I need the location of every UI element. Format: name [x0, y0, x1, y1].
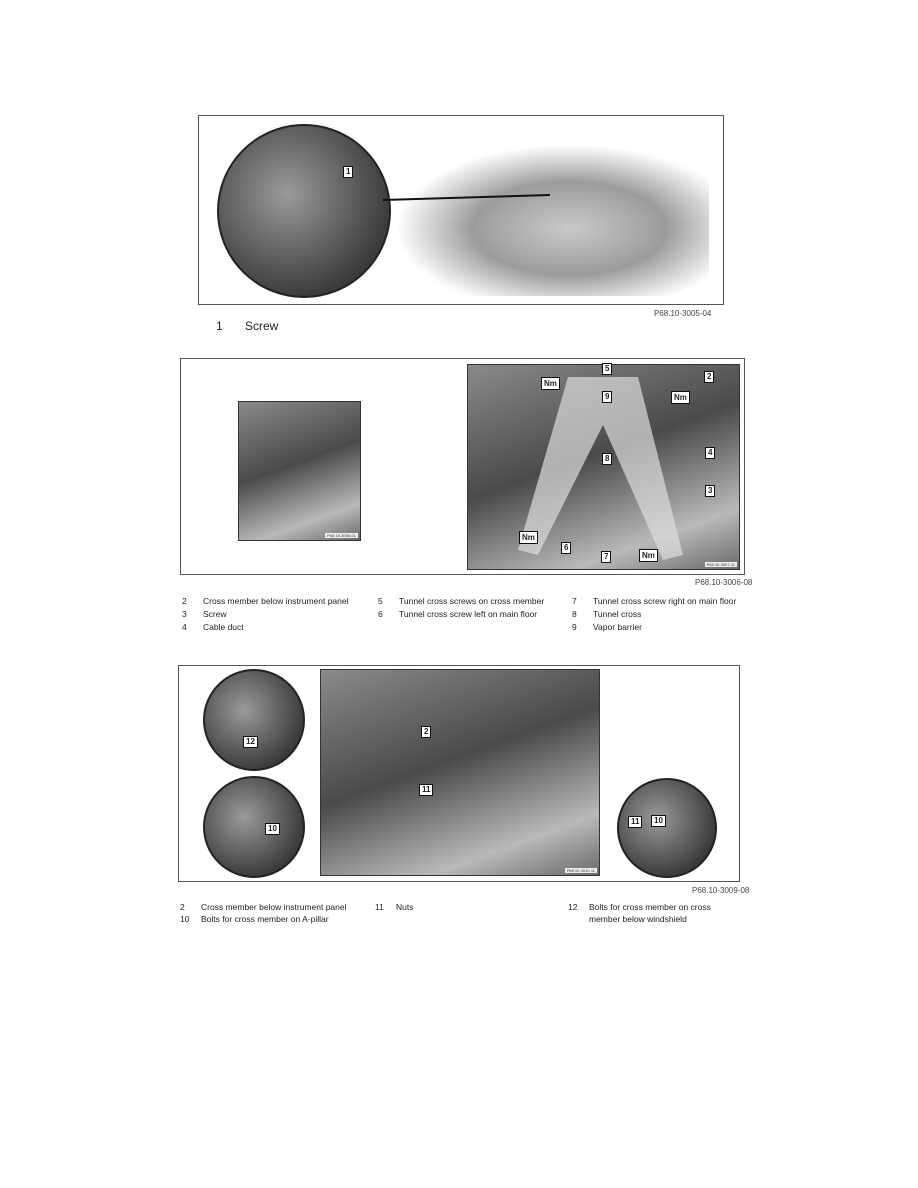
legend-num: 10 — [180, 914, 190, 924]
inner-code: P68.10-3010-11 — [564, 868, 597, 873]
figure-1: 1 — [198, 115, 724, 305]
inner-code: P68.10-3007-11 — [704, 562, 737, 567]
dashboard-overview-photo: P68.10-3008-01 — [238, 401, 361, 541]
legend-num: 7 — [572, 596, 577, 606]
legend-num: 11 — [375, 902, 384, 912]
legend-text: Cross member below instrument panel — [201, 902, 347, 912]
callout-2: 2 — [704, 371, 715, 383]
legend-1-text: Screw — [245, 319, 279, 333]
legend-num: 6 — [378, 609, 383, 619]
callout-10: 10 — [651, 815, 666, 827]
figure-2-legend: 2 Cross member below instrument panel 3 Sc… — [182, 595, 762, 640]
legend-text: Bolts for cross member on cross — [589, 902, 711, 912]
legend-num: 4 — [182, 622, 187, 632]
legend-num: 2 — [182, 596, 187, 606]
figure-2: P68.10-3008-01 P68.10-3007-11 5 2 9 8 4 … — [180, 358, 745, 575]
legend-text: Tunnel cross screw right on main floor — [593, 596, 737, 606]
legend-text: Cable duct — [203, 622, 244, 632]
legend-num: 9 — [572, 622, 577, 632]
engine-bay-detail-circle — [217, 124, 391, 298]
callout-8: 8 — [602, 453, 613, 465]
legend-text: Bolts for cross member on A-pillar — [201, 914, 329, 924]
callout-2: 2 — [421, 726, 432, 738]
a-pillar-bolts-detail-circle — [203, 776, 305, 878]
legend-1-num: 1 — [216, 319, 223, 333]
torque-marker: Nm — [671, 391, 690, 404]
figure-2-code: P68.10-3006-08 — [695, 578, 753, 587]
inner-code: P68.10-3008-01 — [325, 533, 358, 538]
cross-member-photo: P68.10-3010-11 — [320, 669, 600, 876]
figure-3-legend: 2 Cross member below instrument panel 10 B… — [180, 901, 760, 931]
legend-text: Cross member below instrument panel — [203, 596, 349, 606]
callout-4: 4 — [705, 447, 716, 459]
legend-num: 12 — [568, 902, 578, 912]
figure-3-code: P68.10-3009-08 — [692, 886, 750, 895]
legend-num: 3 — [182, 609, 187, 619]
callout-11: 11 — [628, 816, 643, 828]
callout-7: 7 — [601, 551, 612, 563]
callout-3: 3 — [705, 485, 716, 497]
right-a-pillar-detail-circle — [617, 778, 717, 878]
legend-text: Tunnel cross screws on cross member — [399, 596, 545, 606]
torque-marker: Nm — [541, 377, 560, 390]
figure-3: P68.10-3010-11 12 10 2 11 11 10 — [178, 665, 740, 882]
torque-marker: Nm — [639, 549, 658, 562]
callout-6: 6 — [561, 542, 572, 554]
tunnel-cross-shape — [518, 377, 683, 560]
callout-1: 1 — [343, 166, 354, 178]
legend-text: Screw — [203, 609, 227, 619]
callout-5: 5 — [602, 363, 613, 375]
figure-1-code: P68.10-3005-04 — [654, 309, 712, 318]
legend-text: Tunnel cross screw left on main floor — [399, 609, 538, 619]
car-photo — [399, 146, 709, 296]
callout-12: 12 — [243, 736, 258, 748]
callout-11: 11 — [419, 784, 434, 796]
legend-num: 2 — [180, 902, 185, 912]
legend-num: 8 — [572, 609, 577, 619]
legend-text: Nuts — [396, 902, 414, 912]
legend-text: Tunnel cross — [593, 609, 642, 619]
callout-10: 10 — [265, 823, 280, 835]
legend-text: Vapor barrier — [593, 622, 642, 632]
windshield-bolts-detail-circle — [203, 669, 305, 771]
callout-9: 9 — [602, 391, 613, 403]
legend-num: 5 — [378, 596, 383, 606]
torque-marker: Nm — [519, 531, 538, 544]
legend-text: member below windshield — [589, 914, 687, 924]
